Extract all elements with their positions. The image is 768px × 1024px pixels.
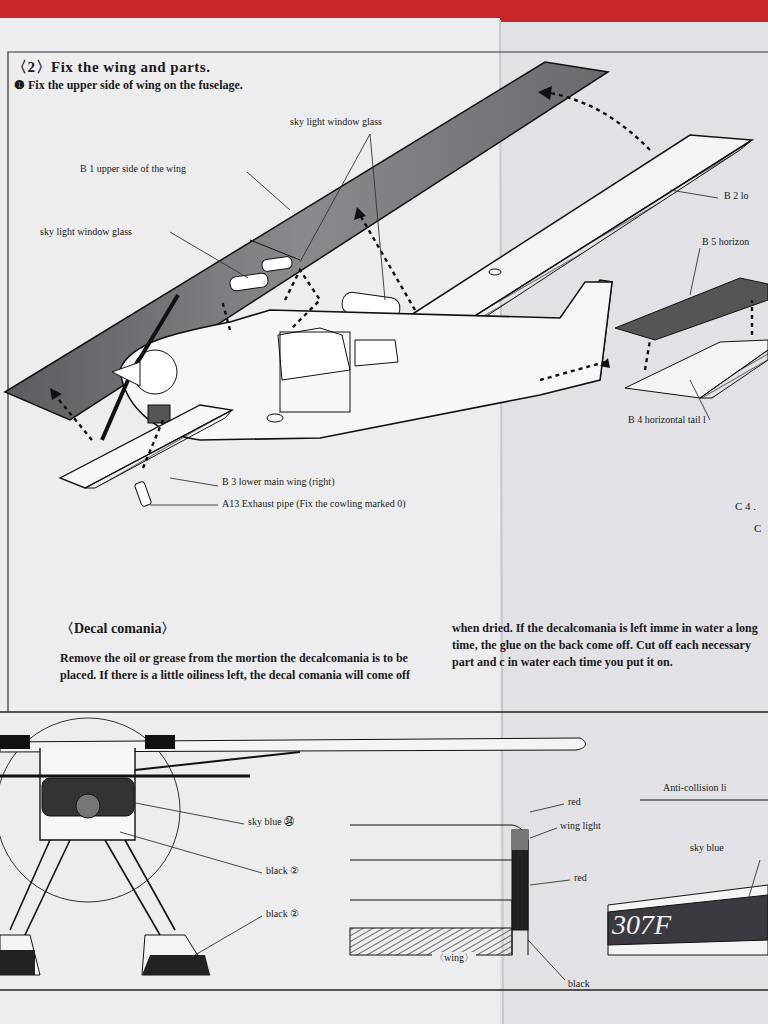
note-text: Remove the oil or grease from the mortio…: [60, 650, 432, 684]
part-label: B 1 upper side of the wing: [80, 163, 186, 175]
part-label: C 4 .: [735, 500, 756, 513]
part-label: sky light window glass: [290, 116, 382, 128]
color-label: black: [568, 978, 590, 990]
color-label: sky blue ㉞: [248, 816, 294, 828]
color-label: black ②: [266, 865, 299, 877]
color-label: Anti-collision li: [663, 782, 727, 794]
part-label: B 4 horizontal tail l: [628, 414, 706, 426]
color-label: black ②: [266, 908, 299, 920]
part-label: B 3 lower main wing (right): [222, 476, 334, 488]
part-label: B 5 horizon: [700, 236, 751, 248]
color-label: wing light: [560, 820, 601, 832]
color-label: red: [568, 796, 581, 808]
part-label: sky light window glass: [40, 226, 132, 238]
step-title: 〈2〉Fix the wing and parts.: [12, 58, 210, 76]
color-label: red: [574, 872, 587, 884]
color-label: sky blue: [688, 842, 726, 854]
section-heading: 〈Decal comania〉: [60, 621, 175, 638]
step-instruction: ❶ Fix the upper side of wing on the fuse…: [14, 78, 243, 92]
part-label: C: [754, 522, 761, 535]
view-label: 〈wing〉: [432, 952, 476, 964]
registration-mark: 307F: [612, 908, 671, 942]
part-label: A13 Exhaust pipe (Fix the cowling marked…: [222, 498, 406, 510]
part-label: B 2 lo: [722, 190, 750, 202]
note-text: when dried. If the decalcomania is left …: [452, 620, 764, 670]
